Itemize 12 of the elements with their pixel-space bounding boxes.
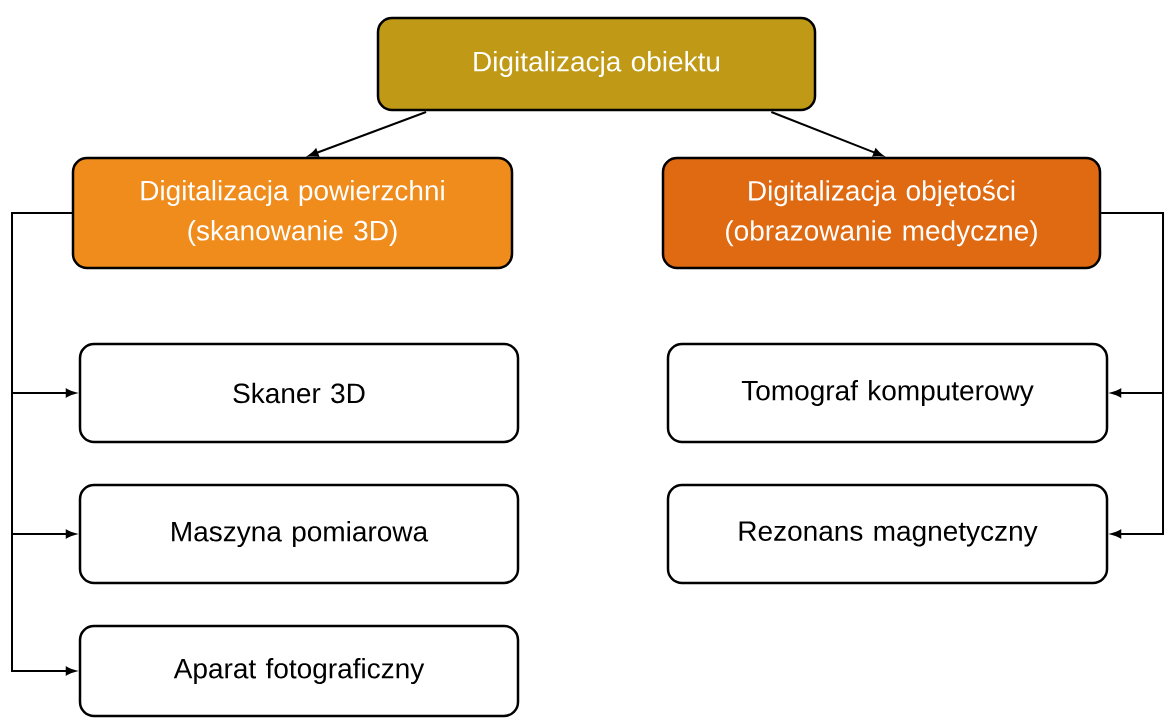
arrow bbox=[1100, 212, 1164, 539]
arrow bbox=[11, 212, 76, 676]
arrow bbox=[770, 111, 884, 157]
process-box: Digitalizacja powierzchni (skanowanie 3D) bbox=[71, 156, 514, 270]
process-box: Skaner 3D bbox=[78, 342, 520, 444]
process-box: Maszyna pomiarowa bbox=[78, 483, 520, 585]
process-box: Rezonans magnetyczny bbox=[666, 483, 1109, 585]
process-box: Digitalizacja obiektu bbox=[376, 16, 817, 112]
process-box: Digitalizacja objętości (obrazowanie medyczne) bbox=[661, 156, 1102, 270]
process-box: Aparat fotograficzny bbox=[78, 624, 520, 718]
process-box: Tomograf komputerowy bbox=[666, 342, 1109, 444]
arrow bbox=[308, 111, 428, 157]
